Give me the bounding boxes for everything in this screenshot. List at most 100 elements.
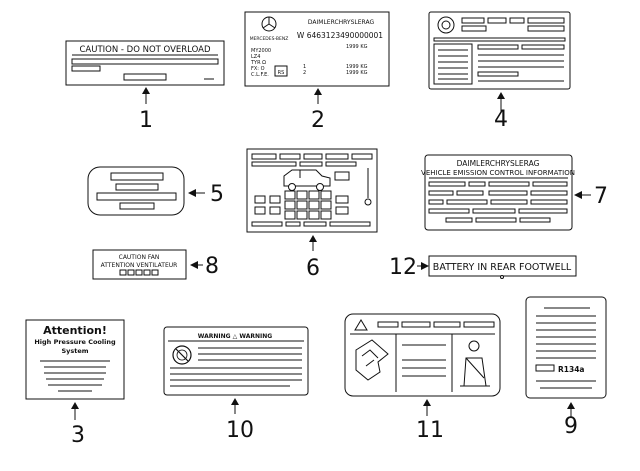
label-7-field — [490, 199, 528, 205]
label-6-cell — [254, 195, 266, 204]
label-6-cell — [269, 206, 281, 215]
label-6-cell — [269, 195, 281, 204]
label-2-weight-total: 1999 KG — [346, 44, 368, 50]
label-4-field — [477, 71, 519, 77]
label-7-emission-label: DAIMLERCHRYSLERAG VEHICLE EMISSION CONTR… — [421, 154, 608, 231]
callout-7: 7 — [594, 184, 608, 209]
label-4-tire-placard: 4 — [428, 11, 571, 132]
label-6-cell — [335, 206, 349, 215]
callout-12: 12 — [389, 255, 417, 280]
label-12-battery: 12 BATTERY IN REAR FOOTWELL — [389, 255, 577, 280]
label-2-row-label: LZ4 — [251, 54, 260, 60]
label-7-field — [530, 199, 568, 205]
callout-5: 5 — [210, 182, 224, 207]
callout-12-arrowhead — [421, 262, 429, 270]
callout-6-arrowhead — [309, 235, 317, 242]
callout-11: 11 — [416, 418, 444, 443]
seatbelt-person-icon — [460, 340, 490, 387]
label-6-cell — [308, 210, 320, 220]
label-3-line3: System — [61, 347, 88, 355]
label-6-field — [329, 221, 371, 227]
label-7-field — [472, 208, 516, 214]
callout-4: 4 — [494, 107, 508, 132]
label-9-field — [535, 364, 555, 372]
label-7-field — [518, 208, 568, 214]
label-6-field — [251, 153, 277, 160]
label-4-field — [527, 17, 565, 24]
label-5-field — [110, 172, 164, 181]
callout-11-arrowhead — [423, 399, 431, 406]
label-2-row-label: FX: O — [251, 66, 265, 72]
label-4-field — [487, 17, 507, 24]
label-4-field — [521, 44, 565, 50]
label-3-line1: Attention! — [43, 324, 107, 337]
label-8-square — [151, 269, 159, 276]
label-12-text: BATTERY IN REAR FOOTWELL — [433, 262, 572, 273]
label-6-field — [303, 153, 323, 160]
label-6-cell — [308, 190, 320, 200]
label-6-cell — [284, 190, 296, 200]
label-7-line1: DAIMLERCHRYSLERAG — [457, 159, 540, 168]
callout-9-arrowhead — [567, 402, 575, 409]
mercedes-star-icon — [261, 16, 277, 32]
callout-10-arrowhead — [231, 398, 239, 405]
label-10-warning: WARNING △ WARNING 10 — [163, 326, 309, 443]
label-1-field — [71, 65, 101, 72]
label-2-rs: RS — [278, 70, 285, 76]
label-6-field — [325, 153, 349, 160]
label-11-field — [401, 321, 431, 328]
label-8-line1: CAUTION FAN — [119, 254, 160, 261]
label-3-line2: High Pressure Cooling — [34, 338, 116, 346]
callout-6: 6 — [306, 256, 320, 281]
callout-8: 8 — [205, 254, 219, 279]
label-6-field — [303, 221, 327, 227]
label-6-field — [325, 161, 357, 167]
label-7-field — [488, 190, 528, 196]
label-1-title: CAUTION - DO NOT OVERLOAD — [79, 45, 210, 55]
label-8-square — [135, 269, 143, 276]
label-7-field — [530, 190, 568, 196]
prohibition-icon — [172, 345, 192, 365]
callout-5-arrowhead — [188, 189, 196, 197]
label-2-maker: DAIMLERCHRYSLERAG — [308, 19, 375, 26]
callout-1-arrowhead — [142, 87, 150, 94]
callout-1: 1 — [139, 108, 153, 133]
label-7-line2: VEHICLE EMISSION CONTROL INFORMATION — [421, 169, 575, 177]
label-9-refrigerant: R134a 9 — [525, 296, 607, 439]
label-6-vehicle-diagram-label: 6 — [246, 148, 378, 281]
label-6-cell — [320, 190, 332, 200]
label-4-field — [433, 37, 566, 42]
label-2-row-label: TYR Ω — [250, 60, 266, 66]
label-10-plate — [163, 326, 309, 396]
label-6-swatch — [334, 171, 350, 181]
label-9-plate — [525, 296, 607, 399]
label-6-cell — [320, 210, 332, 220]
label-2-brand: MERCEDES-BENZ — [250, 36, 289, 42]
label-7-field — [532, 181, 568, 187]
label-2-plate — [244, 11, 390, 87]
callout-10: 10 — [226, 418, 254, 443]
label-4-field — [477, 44, 519, 50]
label-8-square — [127, 269, 135, 276]
label-2-vin: W 6463123490000001 — [297, 31, 383, 40]
callout-9: 9 — [564, 414, 578, 439]
label-6-cell — [296, 210, 308, 220]
label-11-field — [377, 321, 399, 328]
label-11-field — [433, 321, 461, 328]
label-2-row-label: MY2000 — [251, 48, 271, 54]
label-6-cell — [284, 210, 296, 220]
label-2-row-label: C.L.F.E. — [251, 72, 269, 78]
label-7-field — [488, 181, 530, 187]
label-4-field — [509, 17, 525, 24]
label-8-square — [143, 269, 151, 276]
label-7-field — [445, 217, 473, 223]
label-6-cell — [296, 200, 308, 210]
label-6-field — [351, 153, 373, 160]
label-1-field — [123, 73, 167, 81]
label-7-field — [428, 208, 470, 214]
callout-3: 3 — [71, 423, 85, 448]
label-2-vin-plate: MERCEDES-BENZ DAIMLERCHRYSLERAG W 646312… — [244, 11, 390, 133]
tire-icon — [437, 16, 455, 34]
label-8-line2: ATTENTION VENTILATEUR — [101, 262, 178, 269]
